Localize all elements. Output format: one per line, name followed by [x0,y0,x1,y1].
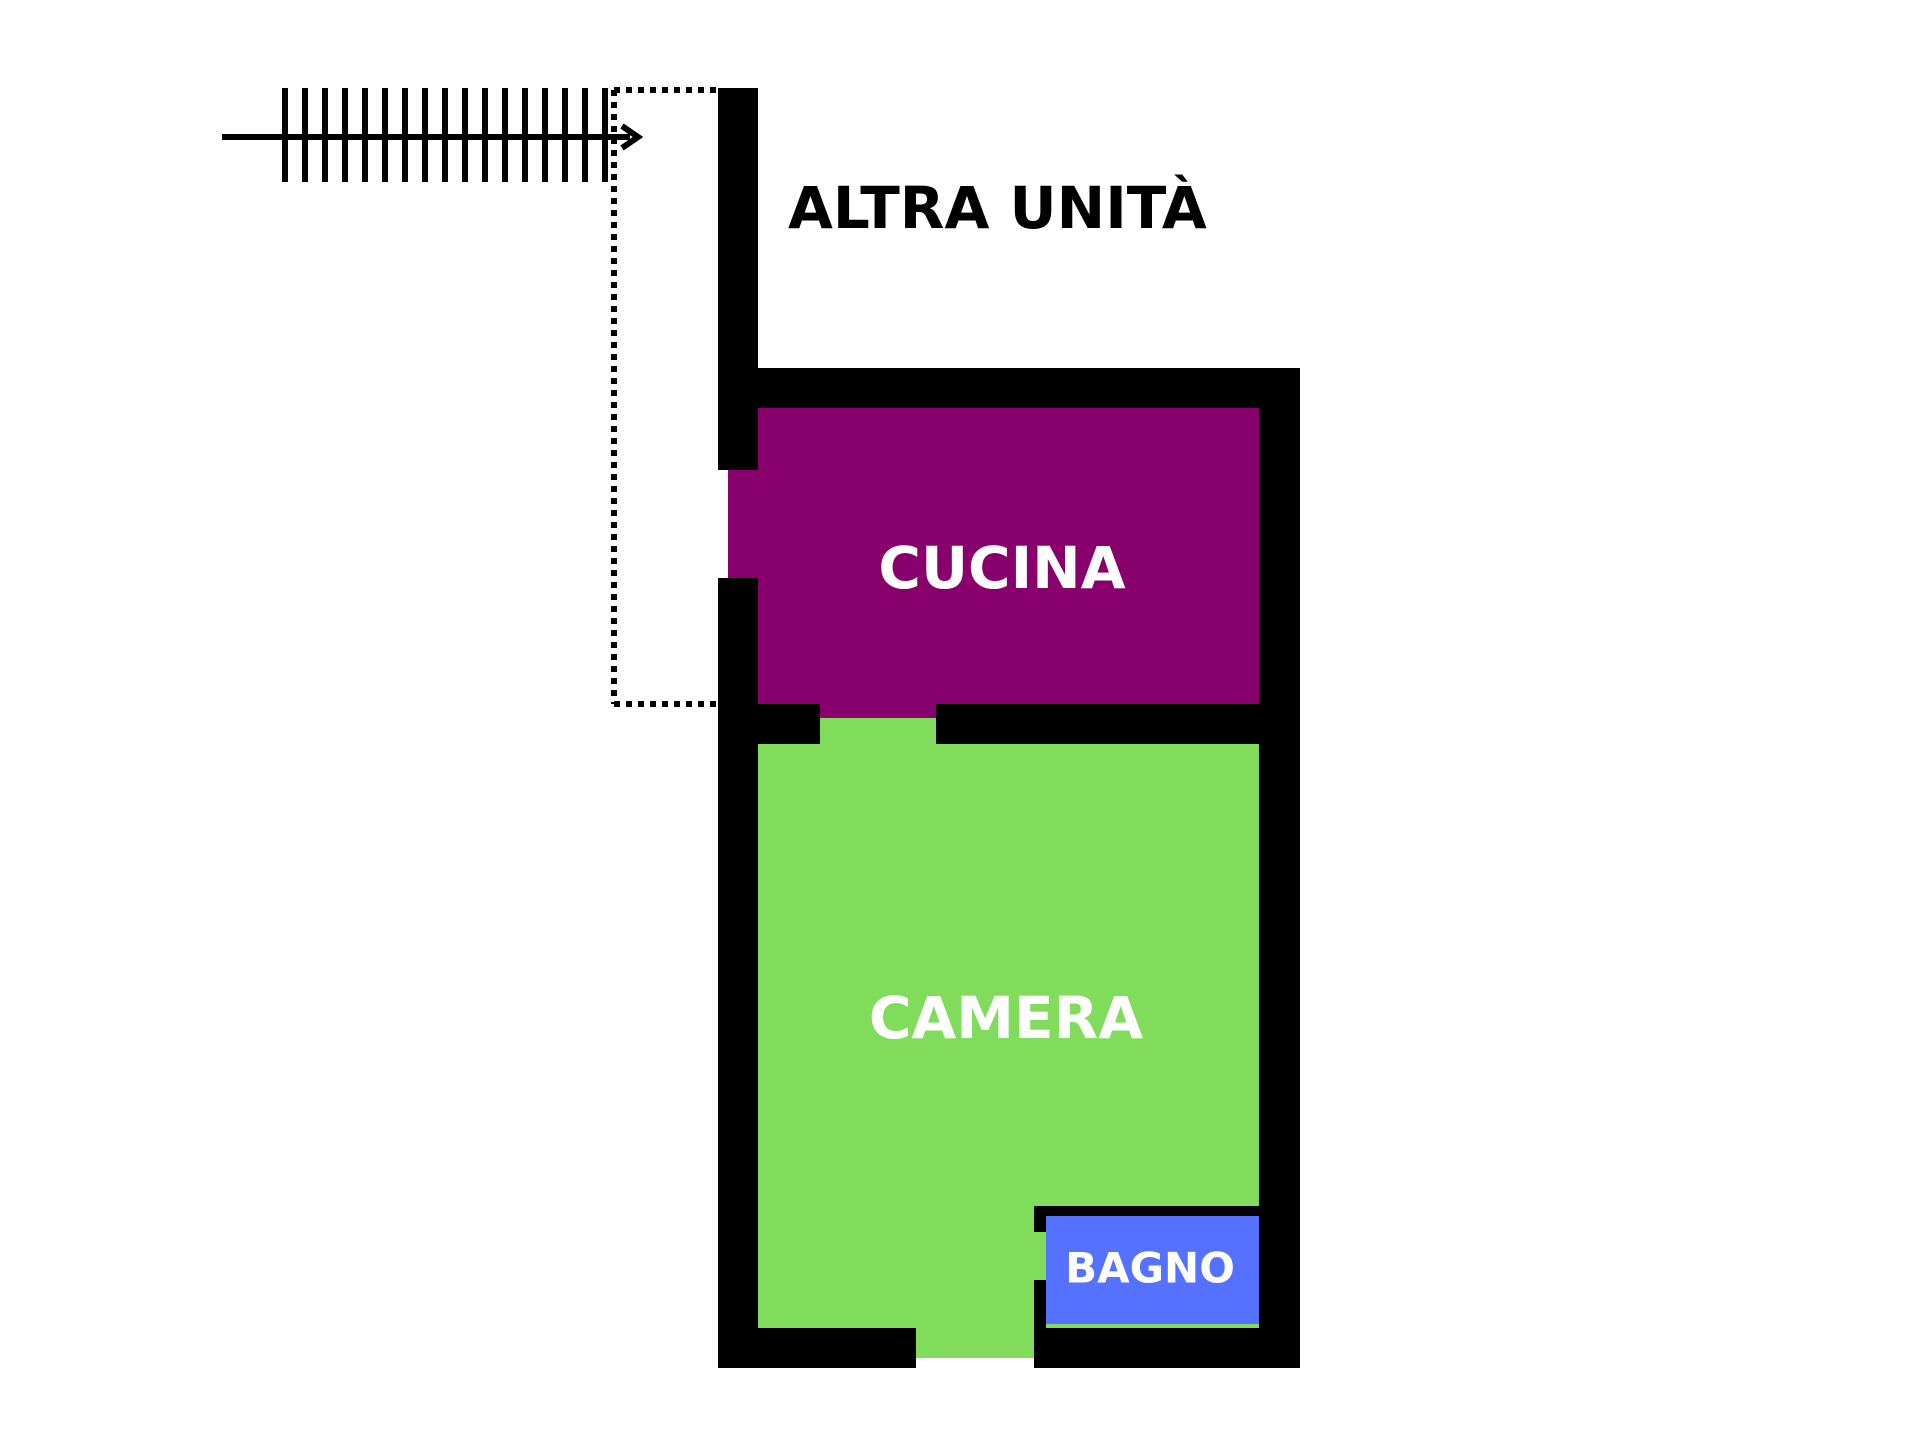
wall-bottom-right [1034,1328,1300,1368]
wall-bathroom-left-upper [1034,1206,1046,1232]
wall-bathroom-top [1034,1206,1260,1216]
bedroom-kitchen-doorway-fill [820,718,936,742]
wall-right [1259,368,1300,1368]
kitchen-label: CUCINA [878,534,1125,602]
bathroom-area [1046,1212,1259,1324]
bathroom-label: BAGNO [1065,1244,1235,1293]
wall-top [718,368,1300,408]
other-unit-label: ALTRA UNITÀ [788,173,1207,242]
rooms [728,408,1259,1358]
walls [718,88,1300,1368]
wall-middle-left [718,704,820,744]
passage-outline [611,87,718,707]
kitchen-doorway-fill [728,468,760,580]
wall-bottom-left [718,1328,916,1368]
bedroom-entrance-fill [914,1330,1034,1358]
bedroom-label: CAMERA [869,984,1143,1052]
wall-left-lower [718,578,758,1368]
wall-left-upper [718,88,758,470]
arrow-right-icon [222,123,644,151]
wall-middle-right [936,704,1300,744]
kitchen-to-bedroom-door-fill [820,700,936,720]
kitchen-area [757,408,1259,704]
wall-bathroom-left-lower [1034,1280,1046,1340]
